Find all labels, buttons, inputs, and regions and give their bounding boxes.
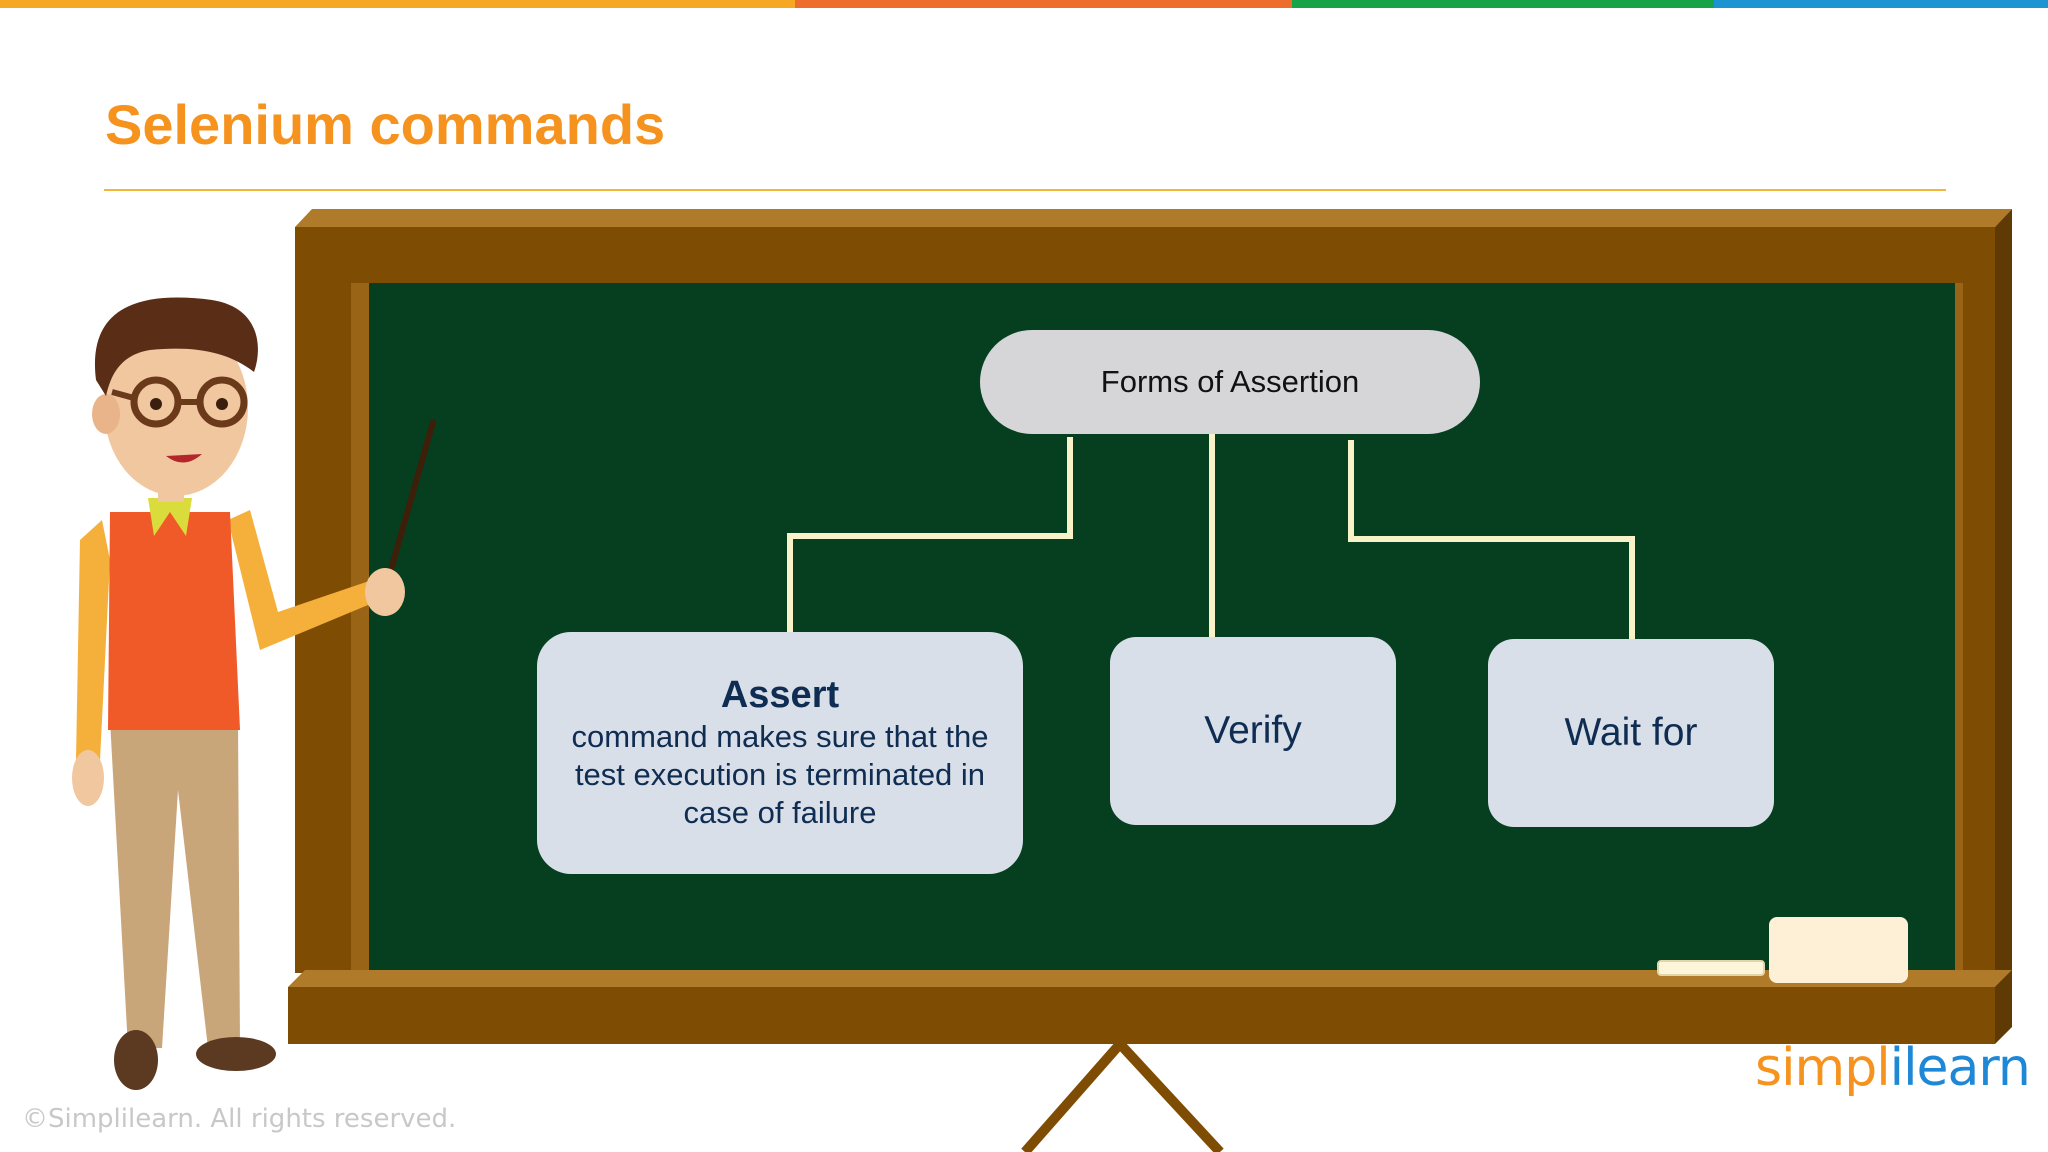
top-color-bar — [0, 0, 2048, 8]
top-bar-blue — [1714, 0, 2048, 8]
wait-for-node — [1488, 639, 1774, 827]
verify-node-label: Verify — [1204, 709, 1302, 752]
chalk-stick — [1657, 960, 1765, 976]
pointer-stick — [385, 419, 436, 583]
assert-node-description: command makes sure that the test executi… — [571, 719, 989, 830]
assert-node-title: Assert — [720, 674, 840, 716]
logo-part-i: i — [1889, 1038, 1904, 1098]
simplilearn-logo: simplilearn — [1755, 1038, 2031, 1098]
easel-legs — [1021, 1040, 1224, 1152]
root-node — [980, 330, 1480, 434]
copyright-notice: ©Simplilearn. All rights reserved. — [22, 1104, 457, 1134]
assert-node — [537, 632, 1023, 874]
verify-node — [1110, 637, 1396, 825]
slide-title: Selenium commands — [105, 93, 666, 156]
top-bar-green — [1292, 0, 1714, 8]
title-divider — [104, 189, 1946, 191]
chalk-ledge — [288, 970, 2012, 1044]
top-bar-orange — [0, 0, 795, 8]
logo-part-simpl: simpl — [1755, 1038, 1891, 1098]
top-bar-red — [795, 0, 1292, 8]
teacher-character — [72, 297, 436, 1090]
wait-for-node-label: Wait for — [1564, 711, 1698, 754]
board-eraser — [1769, 917, 1908, 983]
chalkboard-frame — [295, 209, 2012, 1008]
logo-part-learn: learn — [1903, 1038, 2031, 1098]
assert-node-content: Assert command makes sure that the test … — [540, 632, 1020, 872]
diagram-connectors — [787, 434, 1635, 639]
root-node-label: Forms of Assertion — [1100, 364, 1360, 399]
